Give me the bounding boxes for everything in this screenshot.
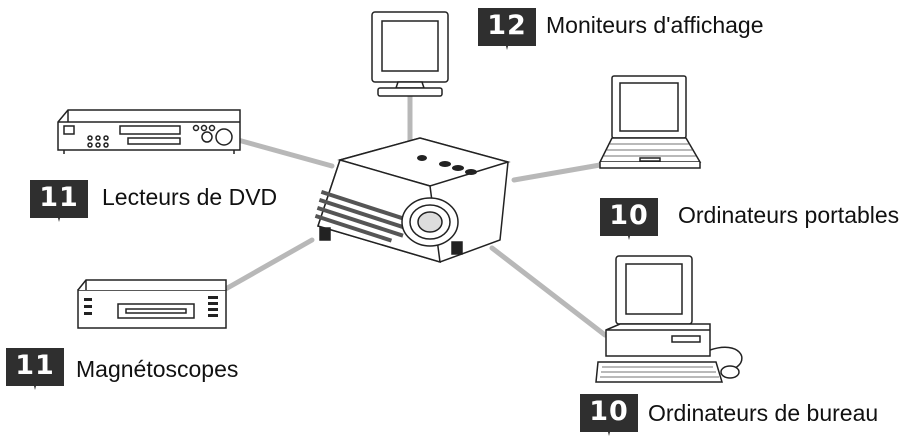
book-badge-icon [478,8,536,50]
projector-icon [314,137,511,264]
page-badge-desktops: 10 [578,392,640,438]
page-number: 11 [15,350,55,381]
book-badge-icon [6,348,64,390]
desktop-computer-icon [595,255,743,383]
page-number: 11 [39,182,79,213]
connector-laptop [511,162,603,183]
page-number: 10 [609,200,649,231]
label-laptops: Ordinateurs portables [678,202,900,228]
book-badge-icon [580,394,638,436]
page-number: 10 [589,396,629,427]
page-badge-laptops: 10 [598,196,660,242]
connector-vcr [212,237,315,298]
dvd-player-icon [57,109,241,154]
label-vcr: Magnétoscopes [76,356,239,382]
book-badge-icon [600,198,658,240]
page-badge-monitors: 12 [476,6,538,52]
laptop-icon [598,75,702,169]
label-dvd: Lecteurs de DVD [102,184,278,210]
book-badge-icon [30,180,88,222]
vcr-icon [77,279,227,329]
page-number: 12 [487,10,527,41]
page-badge-dvd: 11 [28,178,90,224]
page-badge-vcr: 11 [4,346,66,392]
monitor-icon [371,11,449,97]
label-monitors: Moniteurs d'affichage [546,12,764,38]
connector-lines [212,92,608,338]
connector-dvd [235,137,335,169]
label-desktops: Ordinateurs de bureau [648,400,879,426]
connector-desktop [489,245,608,338]
